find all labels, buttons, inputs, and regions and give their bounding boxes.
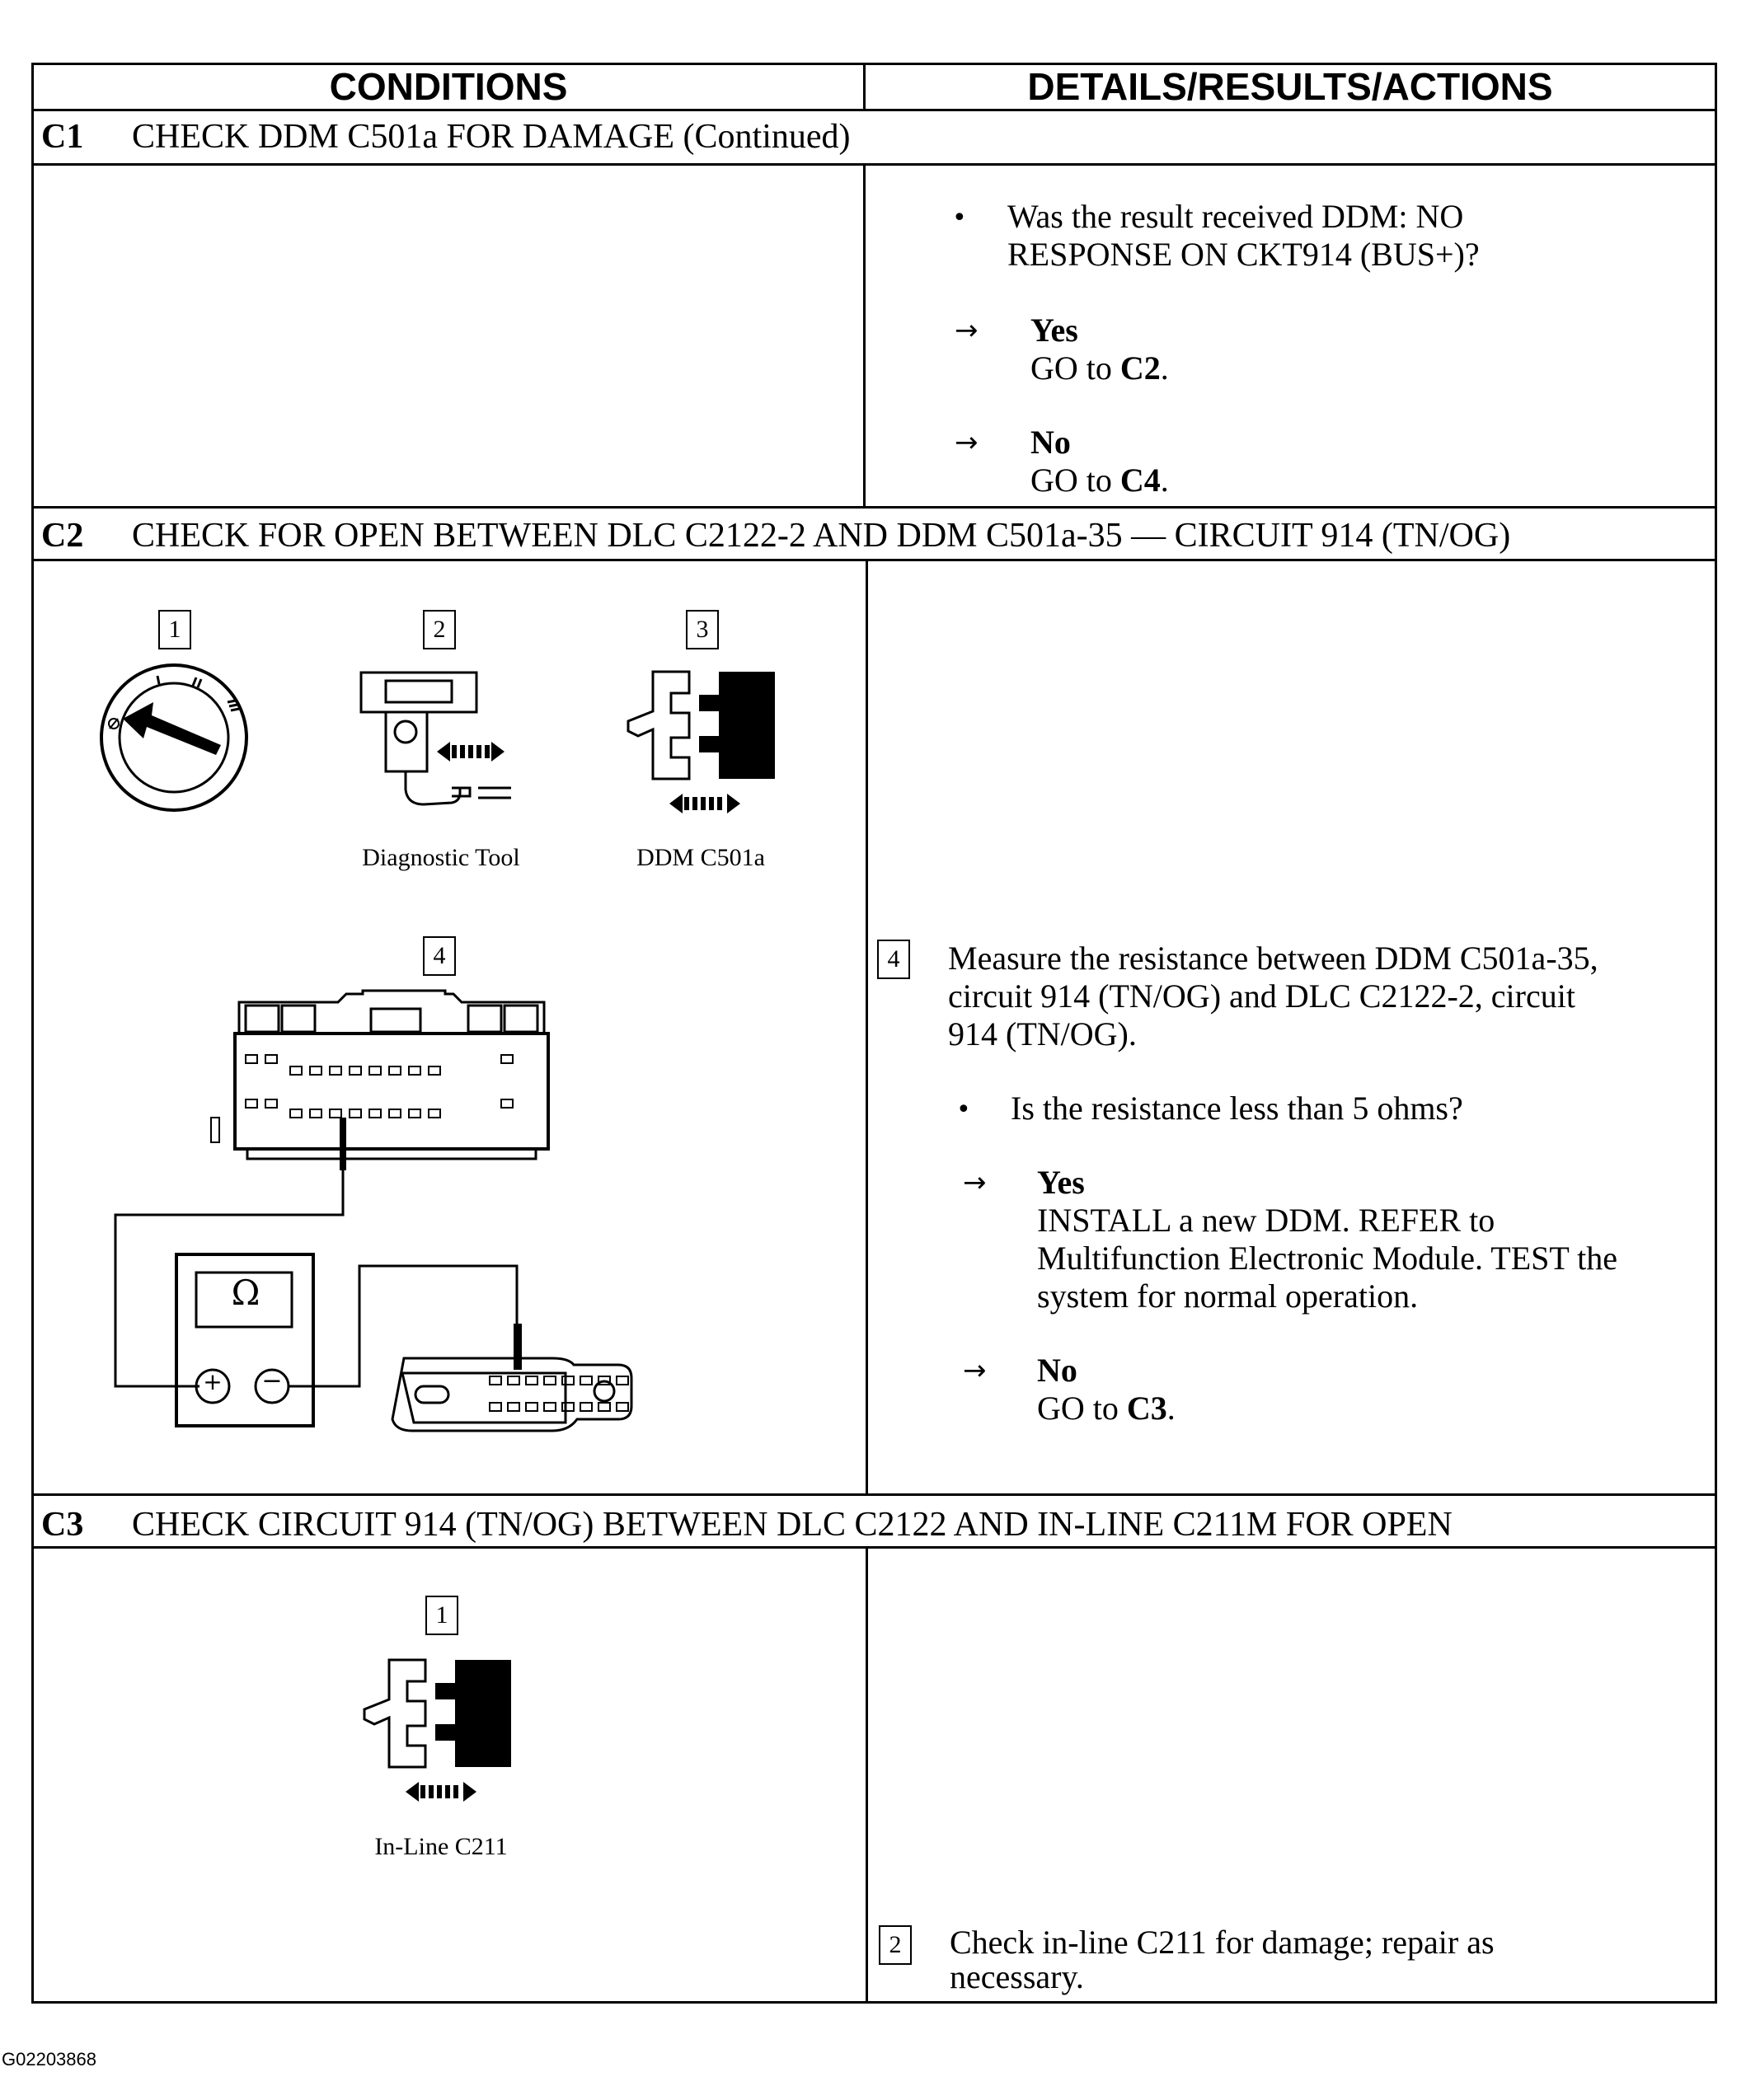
c2-measure-instruction: Measure the resistance between DDM C501a… [948, 940, 1598, 1052]
c1-no-branch: → No GO to C4. [955, 424, 1169, 499]
arrow-right-icon: → [963, 1166, 987, 1199]
c1-question: • Was the result received DDM: NO RESPON… [952, 198, 1480, 273]
minus-terminal-label: − [261, 1366, 283, 1395]
step-number: 4 [423, 936, 456, 976]
caption-ddm: DDM C501a [636, 844, 765, 871]
conditions-header: CONDITIONS [329, 65, 568, 108]
ignition-switch-icon [100, 663, 248, 812]
figure-code: G02203868 [2, 2049, 96, 2070]
goto-link[interactable]: C2 [1119, 349, 1161, 387]
c3-action: Check in-line C211 for damage; repair as… [950, 1924, 1495, 1995]
details-header: DETAILS/RESULTS/ACTIONS [1027, 65, 1553, 108]
diagnostic-tool-icon [359, 671, 511, 806]
step-number: 1 [425, 1596, 458, 1635]
section-id: C3 [41, 1506, 84, 1544]
connector-icon [363, 1658, 511, 1802]
c2-no-branch: → No GO to C3. [963, 1352, 1176, 1427]
arrow-right-icon: → [963, 1354, 987, 1387]
dlc-connector [391, 1357, 633, 1432]
step-number: 2 [879, 1925, 912, 1965]
arrow-right-icon: → [955, 314, 979, 347]
goto-link[interactable]: C3 [1126, 1390, 1167, 1427]
yes-label: Yes [1030, 312, 1078, 349]
no-label: No [1037, 1352, 1077, 1389]
c1-yes-branch: → Yes GO to C2. [955, 312, 1169, 387]
goto-link[interactable]: C4 [1119, 462, 1161, 499]
ohm-symbol: Ω [231, 1273, 260, 1313]
caption-diagnostic-tool: Diagnostic Tool [362, 844, 520, 871]
ddm-module-connector [210, 989, 550, 1160]
step-number: 2 [423, 610, 456, 649]
step-number: 1 [158, 610, 191, 649]
bullet-icon: • [952, 204, 967, 232]
plus-terminal-label: + [203, 1368, 223, 1395]
c2-question: • Is the resistance less than 5 ohms? [956, 1090, 1698, 1127]
step-number: 3 [686, 610, 719, 649]
connector-icon [627, 670, 775, 813]
c2-yes-branch: → Yes INSTALL a new DDM. REFER to Multif… [963, 1164, 1617, 1315]
section-id: C2 [41, 517, 84, 555]
resistance-measurement-diagram [114, 989, 633, 1432]
step-number: 4 [877, 940, 910, 979]
caption-inline-c211: In-Line C211 [374, 1833, 508, 1860]
no-label: No [1030, 424, 1071, 461]
arrow-right-icon: → [955, 426, 979, 459]
section-id: C1 [41, 118, 84, 156]
bullet-icon: • [956, 1095, 971, 1124]
yes-label: Yes [1037, 1164, 1085, 1201]
